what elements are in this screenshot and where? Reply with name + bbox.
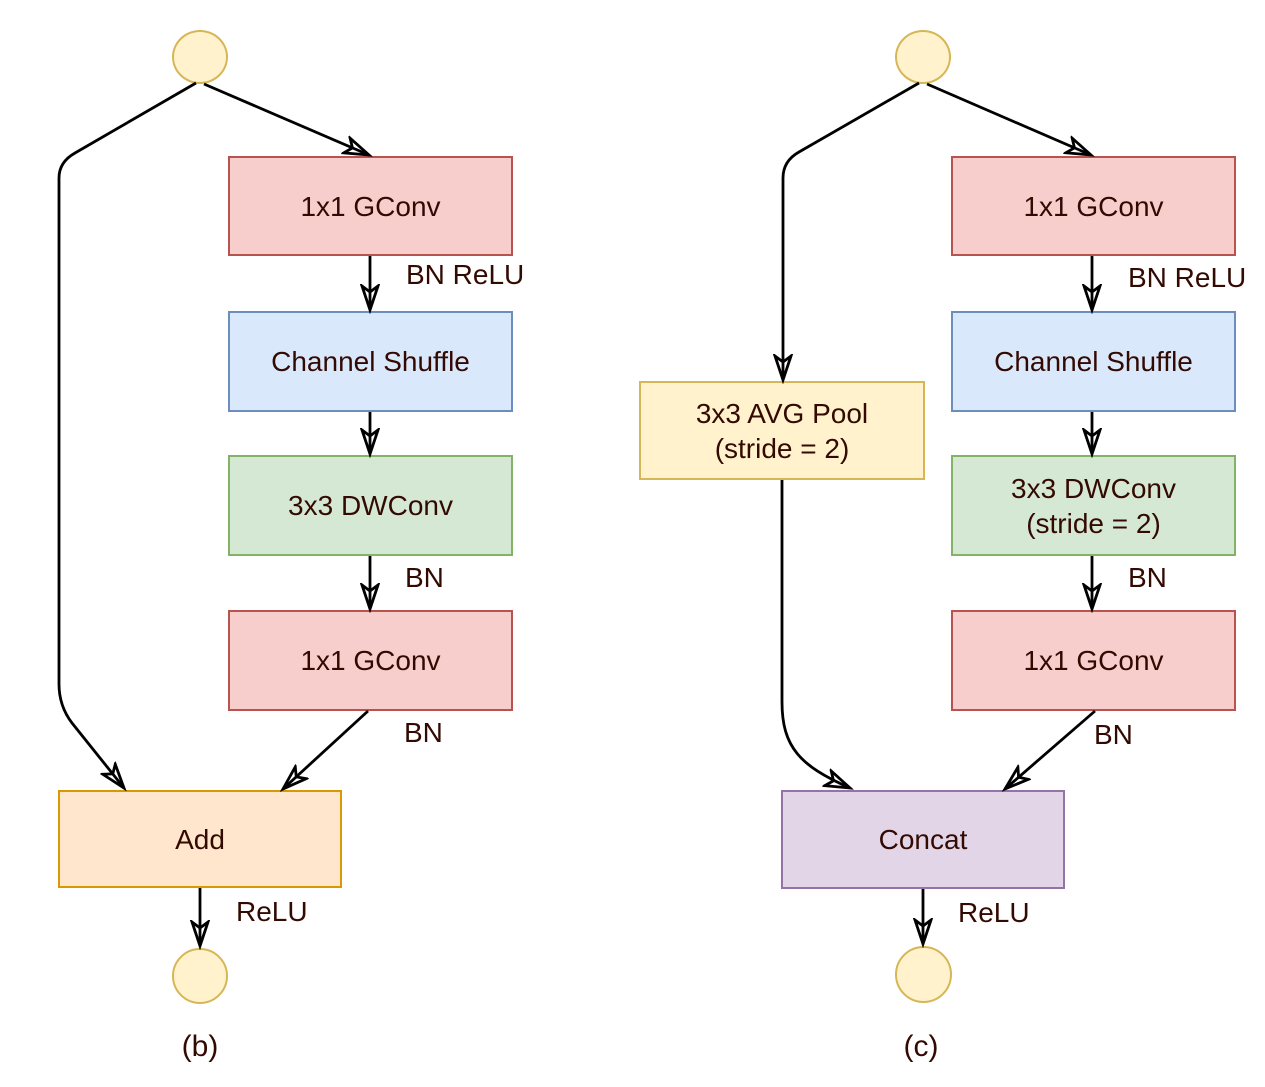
edge-label-c-bn-out: BN: [1094, 719, 1133, 750]
output-node-b: [172, 948, 228, 1004]
node-c-gconv1: 1x1 GConv: [951, 156, 1236, 256]
node-b-dwconv-label: 3x3 DWConv: [288, 490, 453, 521]
node-b-add-label: Add: [175, 823, 225, 855]
output-node-c: [895, 946, 952, 1003]
edge-label-b-bn-out: BN: [404, 717, 443, 748]
input-node-c: [895, 30, 951, 84]
edge-label-b-bn-mid: BN: [405, 562, 444, 593]
caption-b: (b): [181, 1030, 219, 1063]
edge-c-input-to-avgpool: [783, 81, 920, 380]
edge-label-b-bn-relu: BN ReLU: [406, 259, 525, 290]
node-c-dwconv-label-line2: (stride = 2): [1026, 507, 1161, 539]
edge-b-input-to-add-shortcut: [57, 81, 197, 788]
node-b-channel-shuffle-label: Channel Shuffle: [271, 346, 470, 377]
node-c-gconv2: 1x1 GConv: [951, 610, 1236, 711]
node-c-dwconv-label-line1: 3x3 DWConv: [1011, 472, 1176, 504]
edge-label-c-relu-out: ReLU: [958, 897, 1030, 928]
edge-b-input-to-gconv1: [203, 82, 369, 155]
edge-label-c-bn-mid: BN: [1128, 562, 1167, 593]
node-b-gconv2: 1x1 GConv: [228, 610, 513, 711]
node-c-avgpool-label-line2: (stride = 2): [714, 432, 850, 464]
node-c-concat-label: Concat: [878, 824, 968, 855]
node-c-channel-shuffle-label: Channel Shuffle: [994, 346, 1193, 377]
input-node-b: [172, 30, 228, 84]
node-b-channel-shuffle: Channel Shuffle: [228, 311, 513, 412]
node-b-dwconv: 3x3 DWConv: [228, 455, 513, 556]
node-c-dwconv: 3x3 DWConv (stride = 2): [951, 455, 1236, 556]
edge-label-c-bn-relu: BN ReLU: [1128, 262, 1247, 293]
caption-c: (c): [903, 1030, 939, 1063]
node-c-gconv2-label: 1x1 GConv: [1023, 645, 1164, 676]
edge-c-avgpool-to-concat: [780, 480, 850, 788]
edge-b-gconv2-to-add: [283, 709, 369, 789]
node-c-concat: Concat: [781, 790, 1065, 889]
node-c-channel-shuffle: Channel Shuffle: [951, 311, 1236, 412]
edge-c-gconv2-to-concat: [1005, 709, 1096, 789]
node-b-gconv2-label: 1x1 GConv: [300, 645, 441, 676]
node-b-gconv1-label: 1x1 GConv: [300, 190, 441, 222]
node-b-add: Add: [58, 790, 342, 888]
node-c-avgpool: 3x3 AVG Pool (stride = 2): [639, 381, 925, 480]
node-c-gconv1-label: 1x1 GConv: [1023, 190, 1164, 222]
node-b-gconv1: 1x1 GConv: [228, 156, 513, 256]
edge-c-input-to-gconv1: [926, 82, 1091, 155]
edge-label-b-relu-out: ReLU: [236, 896, 308, 927]
node-c-avgpool-label-line1: 3x3 AVG Pool: [695, 397, 869, 429]
